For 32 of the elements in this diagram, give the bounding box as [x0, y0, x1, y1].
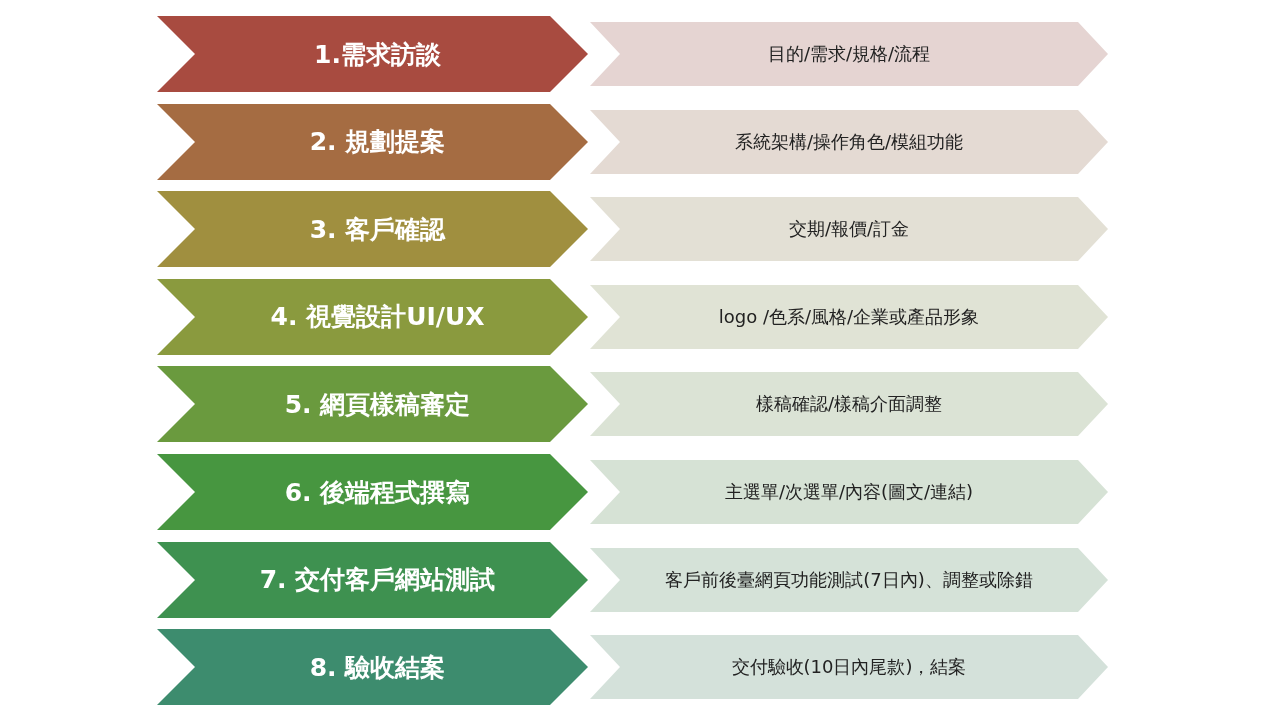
step-banner [157, 191, 588, 268]
step-detail: 主選單/次選單/內容(圖文/連結) [724, 480, 974, 504]
detail-banner [590, 284, 1108, 349]
detail-banner [590, 635, 1108, 700]
step-detail: 目的/需求/規格/流程 [767, 42, 931, 66]
step-banner [157, 454, 588, 530]
step-banner [157, 278, 588, 355]
step-banner [157, 16, 588, 92]
step-title: 1.需求訪談 [313, 38, 441, 71]
detail-banner [590, 197, 1108, 262]
step-title: 4. 視覺設計UI/UX [269, 301, 485, 334]
step-title: 6. 後端程式撰寫 [283, 476, 471, 509]
step-banner [157, 103, 588, 180]
detail-banner [590, 372, 1108, 437]
detail-banner [590, 460, 1108, 524]
step-detail: 系統架構/操作角色/模組功能 [734, 129, 964, 154]
step-detail: 交期/報價/訂金 [788, 217, 910, 242]
detail-banner [590, 22, 1108, 86]
step-detail: 交付驗收(10日內尾款)，結案 [731, 655, 967, 680]
step-title: 8. 驗收結案 [308, 651, 446, 684]
step-banner [157, 366, 588, 443]
step-banner [157, 629, 588, 706]
step-detail: 樣稿確認/樣稿介面調整 [755, 392, 943, 417]
step-detail: 客戶前後臺網頁功能測試(7日內)、調整或除錯 [665, 567, 1033, 592]
detail-banner [590, 547, 1108, 612]
step-title: 5. 網頁樣稿審定 [283, 388, 471, 421]
step-title: 2. 規劃提案 [308, 126, 446, 159]
step-banner [157, 541, 588, 618]
step-title: 3. 客戶確認 [308, 213, 446, 246]
detail-banner [590, 109, 1108, 174]
step-title: 7. 交付客戶網站測試 [258, 564, 496, 597]
step-detail: logo /色系/風格/企業或產品形象 [718, 304, 980, 329]
